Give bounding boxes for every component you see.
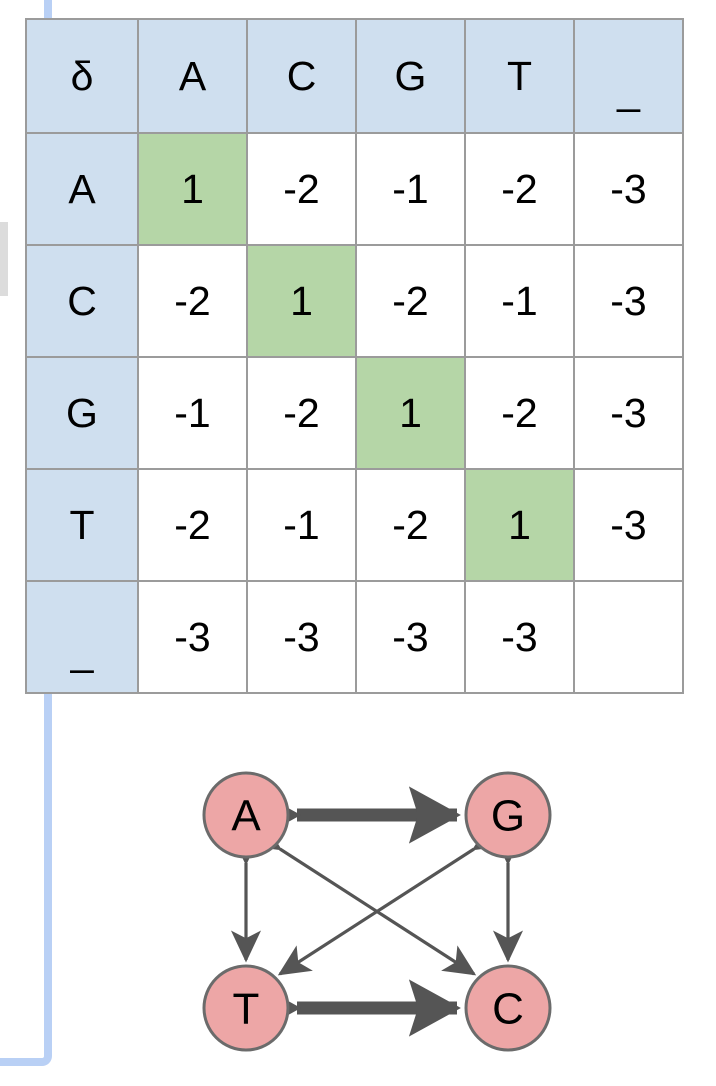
graph-node-c-label: C <box>492 985 524 1034</box>
matrix-col-header-g: G <box>355 18 466 134</box>
matrix-col-header-a: A <box>137 18 248 134</box>
matrix-cell-gap-gap <box>573 580 684 694</box>
edge-g-t <box>277 820 507 976</box>
matrix-row-header-gap: _ <box>25 580 139 694</box>
matrix-corner-cell: δ <box>25 18 139 134</box>
matrix-cell-a-g: -1 <box>355 132 466 246</box>
graph-node-t-label: T <box>233 985 260 1034</box>
matrix-cell-t-c: -1 <box>246 468 357 582</box>
matrix-cell-t-a: -2 <box>137 468 248 582</box>
matrix-cell-c-a: -2 <box>137 244 248 358</box>
matrix-header-row: δ A C G T _ <box>25 18 684 134</box>
matrix-table: δ A C G T _ A 1 -2 -1 -2 -3 C -2 1 -2 -1 <box>25 18 684 694</box>
matrix-col-header-t: T <box>464 18 575 134</box>
matrix-row-a: A 1 -2 -1 -2 -3 <box>25 132 684 246</box>
matrix-cell-gap-g: -3 <box>355 580 466 694</box>
matrix-cell-a-t: -2 <box>464 132 575 246</box>
matrix-row-g: G -1 -2 1 -2 -3 <box>25 356 684 470</box>
matrix-cell-g-c: -2 <box>246 356 357 470</box>
graph-node-a[interactable]: A <box>202 771 290 859</box>
matrix-row-t: T -2 -1 -2 1 -3 <box>25 468 684 582</box>
graph-node-g-label: G <box>491 792 525 841</box>
matrix-cell-c-g: -2 <box>355 244 466 358</box>
matrix-cell-g-t: -2 <box>464 356 575 470</box>
matrix-cell-gap-c: -3 <box>246 580 357 694</box>
matrix-cell-a-c: -2 <box>246 132 357 246</box>
matrix-row-header-a: A <box>25 132 139 246</box>
matrix-row-header-g: G <box>25 356 139 470</box>
matrix-col-header-c: C <box>246 18 357 134</box>
graph-node-a-label: A <box>231 792 261 841</box>
graph-node-g[interactable]: G <box>464 771 552 859</box>
matrix-cell-g-a: -1 <box>137 356 248 470</box>
matrix-cell-gap-a: -3 <box>137 580 248 694</box>
nucleotide-transition-graph: A G T C <box>0 745 716 1086</box>
matrix-cell-a-gap: -3 <box>573 132 684 246</box>
selection-outline-top-stub <box>44 0 52 18</box>
left-scrollbar-fragment <box>0 222 8 296</box>
matrix-row-c: C -2 1 -2 -1 -3 <box>25 244 684 358</box>
matrix-cell-a-a: 1 <box>137 132 248 246</box>
matrix-cell-g-g: 1 <box>355 356 466 470</box>
matrix-cell-t-t: 1 <box>464 468 575 582</box>
matrix-cell-gap-t: -3 <box>464 580 575 694</box>
matrix-col-header-gap: _ <box>573 18 684 134</box>
matrix-row-header-t: T <box>25 468 139 582</box>
matrix-row-header-c: C <box>25 244 139 358</box>
graph-node-t[interactable]: T <box>202 964 290 1052</box>
matrix-cell-c-gap: -3 <box>573 244 684 358</box>
graph-node-c[interactable]: C <box>464 964 552 1052</box>
matrix-cell-t-gap: -3 <box>573 468 684 582</box>
matrix-row-gap: _ -3 -3 -3 -3 <box>25 580 684 694</box>
matrix-cell-g-gap: -3 <box>573 356 684 470</box>
matrix-cell-c-c: 1 <box>246 244 357 358</box>
substitution-matrix: δ A C G T _ A 1 -2 -1 -2 -3 C -2 1 -2 -1 <box>25 18 684 694</box>
selection-outline-left <box>0 682 52 1066</box>
matrix-cell-t-g: -2 <box>355 468 466 582</box>
matrix-cell-c-t: -1 <box>464 244 575 358</box>
